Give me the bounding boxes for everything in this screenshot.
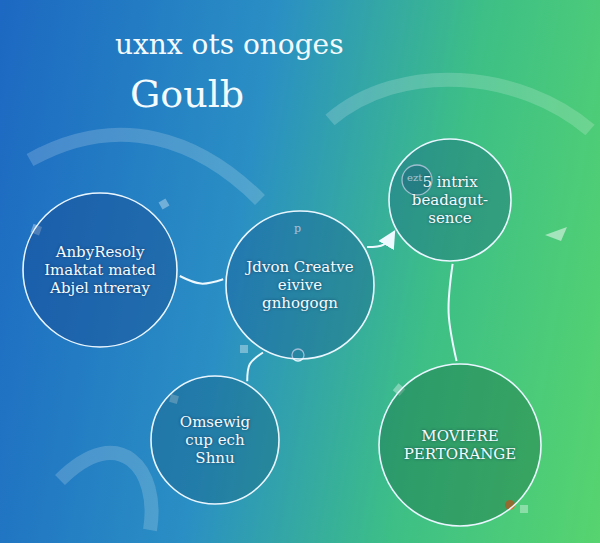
connector — [180, 276, 223, 284]
process-circle: 5 intrix beadagut-sence — [388, 138, 512, 262]
diagram-title: uxnx ots onoges — [115, 28, 344, 61]
free-label: Goulb — [130, 72, 244, 116]
small-arrow-tip — [545, 227, 567, 241]
process-circle: MOVIERE PERTORANGE — [378, 363, 542, 527]
node-text: Jdvon Creatve eivive gnhogogn — [246, 258, 355, 312]
node-text: AnbyResoly Imaktat mated Abjel ntreray — [44, 243, 157, 297]
connector — [448, 264, 456, 361]
process-circle: AnbyResoly Imaktat mated Abjel ntreray — [22, 192, 178, 348]
process-circle: Omsewig cup ech Shnu — [150, 375, 280, 505]
connector — [247, 353, 263, 382]
node-text: Omsewig cup ech Shnu — [168, 413, 262, 467]
node-text: 5 intrix beadagut-sence — [405, 173, 495, 227]
process-circle: Jdvon Creatve eivive gnhogogn — [225, 210, 375, 360]
connector — [367, 232, 394, 247]
node-text: MOVIERE PERTORANGE — [401, 427, 520, 463]
